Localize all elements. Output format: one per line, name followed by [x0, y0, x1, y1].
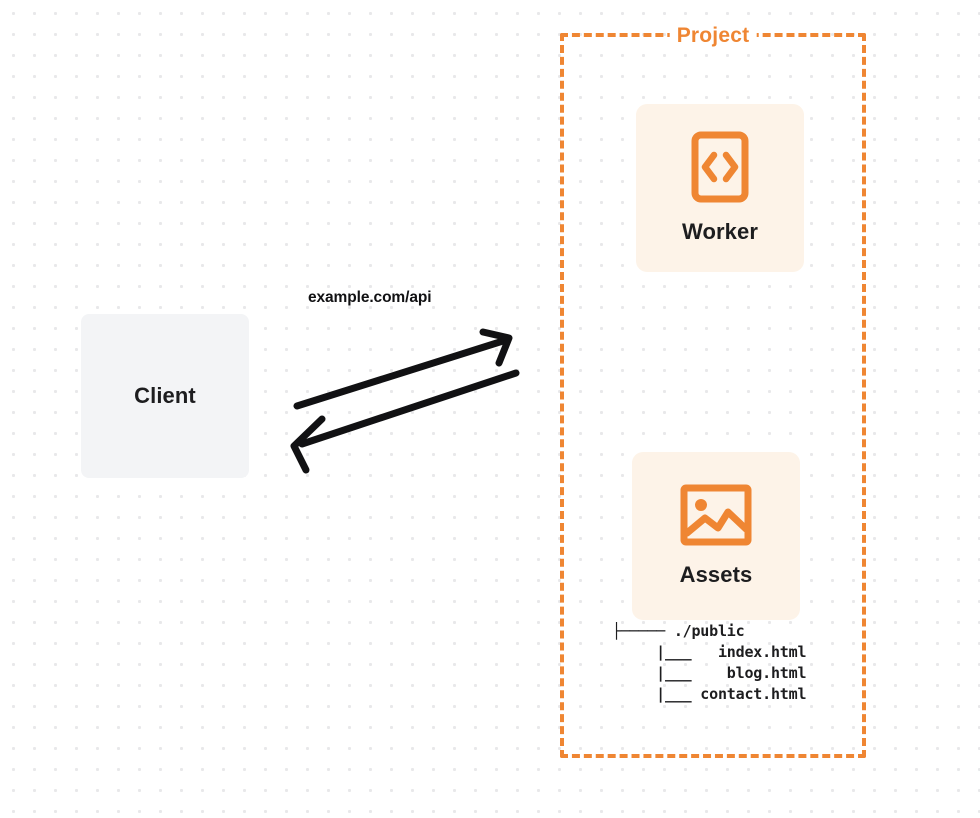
- project-title: Project: [669, 24, 757, 48]
- assets-label: Assets: [679, 562, 753, 587]
- assets-node[interactable]: Assets: [632, 452, 800, 620]
- worker-node[interactable]: Worker: [636, 104, 804, 272]
- worker-label: Worker: [682, 219, 758, 244]
- client-node[interactable]: Client: [81, 314, 249, 478]
- file-tree-line: |___ index.html: [612, 643, 807, 661]
- file-tree-line: |___ blog.html: [612, 664, 807, 682]
- project-container: Project Worker Assets: [560, 24, 866, 758]
- file-tree-line: ├───── ./public: [612, 622, 745, 640]
- asset-file-tree: ├───── ./public |___ index.html |___ blo…: [612, 621, 806, 705]
- arrow-right-icon: [293, 328, 513, 410]
- image-icon: [680, 484, 752, 546]
- code-brackets-icon: [691, 131, 749, 203]
- arrow-left-icon: [290, 369, 520, 474]
- client-label: Client: [134, 383, 196, 408]
- file-tree-line: |___ contact.html: [612, 685, 807, 703]
- connection-label: example.com/api: [308, 289, 432, 306]
